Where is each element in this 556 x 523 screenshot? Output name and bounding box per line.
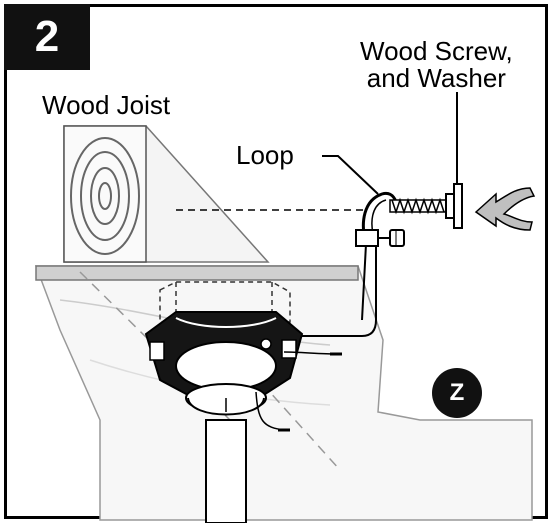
insert-arrow-icon: [476, 188, 534, 230]
wood-joist: [64, 126, 268, 262]
cable-clamp: [356, 230, 404, 246]
callout-z-badge: Z: [432, 368, 482, 418]
loop-leader-line: [322, 156, 378, 194]
wood-screw: [390, 184, 462, 228]
